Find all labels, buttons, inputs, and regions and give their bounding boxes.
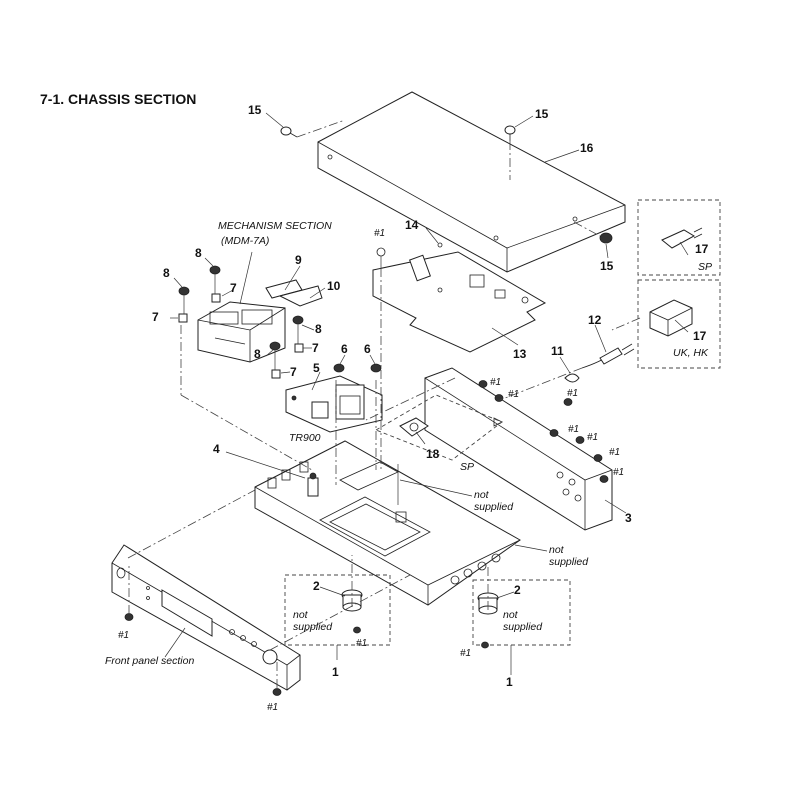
screw-15-right xyxy=(599,232,613,244)
screw-label-rear-1: #1 xyxy=(490,377,501,388)
screw-labels: #1 #1 #1 #1 #1 #1 #1 #1 #1 #1 #1 #1 xyxy=(118,228,624,713)
callout-numbers: 15 15 16 15 14 9 10 8 8 7 7 8 7 8 7 5 6 … xyxy=(152,103,709,689)
foot-right xyxy=(472,579,571,649)
mechanism-assembly xyxy=(197,251,323,363)
callout-13: 13 xyxy=(513,347,527,361)
callout-11: 11 xyxy=(551,344,564,358)
front-panel xyxy=(111,544,301,691)
screw-label-foot-1: #1 xyxy=(356,638,367,649)
screw-label-rear-3: #1 xyxy=(567,388,578,399)
callout-4: 4 xyxy=(213,442,220,456)
label-not-supplied-4: not xyxy=(503,609,519,621)
top-cover xyxy=(317,91,626,273)
screws-8-and-spacers-7 xyxy=(178,265,304,379)
screw-label-rear-5: #1 xyxy=(587,432,598,443)
plug-adapter-uk-hk xyxy=(637,279,721,369)
screw-label-rear-2: #1 xyxy=(508,389,519,400)
main-chassis xyxy=(254,440,521,606)
callout-6b: 6 xyxy=(364,342,371,356)
screws-6 xyxy=(333,363,382,373)
callout-8a: 8 xyxy=(195,246,202,260)
screw-label-rear-6: #1 xyxy=(609,447,620,458)
label-sp-plug: SP xyxy=(698,261,712,273)
label-not-supplied-3: not xyxy=(293,609,309,621)
screw-label-foot-2: #1 xyxy=(460,648,471,659)
callout-leader-lines xyxy=(164,112,689,675)
rear-panel-screws xyxy=(478,380,609,483)
assembly-guide-lines xyxy=(127,119,641,688)
callout-8b: 8 xyxy=(163,266,170,280)
callout-12: 12 xyxy=(588,313,602,327)
callout-7a: 7 xyxy=(152,310,159,324)
plug-adapter-sp xyxy=(637,199,721,276)
callout-15a: 15 xyxy=(248,103,262,117)
screw-label-rear-7: #1 xyxy=(613,467,624,478)
screw-label-front-1: #1 xyxy=(118,630,129,641)
callout-17b: 17 xyxy=(693,329,707,343)
main-board xyxy=(372,242,547,353)
power-board xyxy=(285,375,383,433)
callout-2a: 2 xyxy=(313,579,320,593)
callout-15b: 15 xyxy=(535,107,549,121)
section-title: 7-1. CHASSIS SECTION xyxy=(40,91,197,107)
callout-8d: 8 xyxy=(254,347,261,361)
label-not-supplied-2: not xyxy=(549,544,565,556)
label-front-panel-section: Front panel section xyxy=(105,655,194,667)
voltage-selector xyxy=(374,394,503,461)
label-sp-voltage: SP xyxy=(460,461,474,473)
callout-5: 5 xyxy=(313,361,320,375)
label-mechanism-section: MECHANISM SECTION xyxy=(218,220,332,232)
callout-7d: 7 xyxy=(290,365,297,379)
label-supplied-4: supplied xyxy=(503,621,543,633)
callout-7c: 7 xyxy=(312,341,319,355)
callout-1b: 1 xyxy=(506,675,513,689)
text-labels: MECHANISM SECTION (MDM-7A) TR900 Front p… xyxy=(105,220,712,667)
callout-3: 3 xyxy=(625,511,632,525)
ac-cord xyxy=(564,343,635,383)
callout-14: 14 xyxy=(405,218,419,232)
label-mechanism-model: (MDM-7A) xyxy=(221,235,269,247)
callout-9: 9 xyxy=(295,253,302,267)
screw-label-rear-4: #1 xyxy=(568,424,579,435)
label-supplied-3: supplied xyxy=(293,621,333,633)
callout-2b: 2 xyxy=(514,583,521,597)
screw-label-board: #1 xyxy=(374,228,385,239)
label-supplied-1: supplied xyxy=(474,501,514,513)
label-supplied-2: supplied xyxy=(549,556,589,568)
label-not-supplied-1: not xyxy=(474,489,490,501)
callout-7b: 7 xyxy=(230,281,237,295)
screw-15-top xyxy=(504,125,516,141)
callout-6a: 6 xyxy=(341,342,348,356)
label-tr900: TR900 xyxy=(289,432,321,444)
screw-15-left xyxy=(280,126,298,138)
callout-15c: 15 xyxy=(600,259,614,273)
bracket-4 xyxy=(307,472,319,497)
callout-16: 16 xyxy=(580,141,594,155)
callout-8c: 8 xyxy=(315,322,322,336)
callout-1a: 1 xyxy=(332,665,339,679)
screw-label-front-2: #1 xyxy=(267,702,278,713)
callout-17a: 17 xyxy=(695,242,709,256)
callout-18: 18 xyxy=(426,447,440,461)
callout-10: 10 xyxy=(327,279,341,293)
label-uk-hk: UK, HK xyxy=(673,347,709,359)
